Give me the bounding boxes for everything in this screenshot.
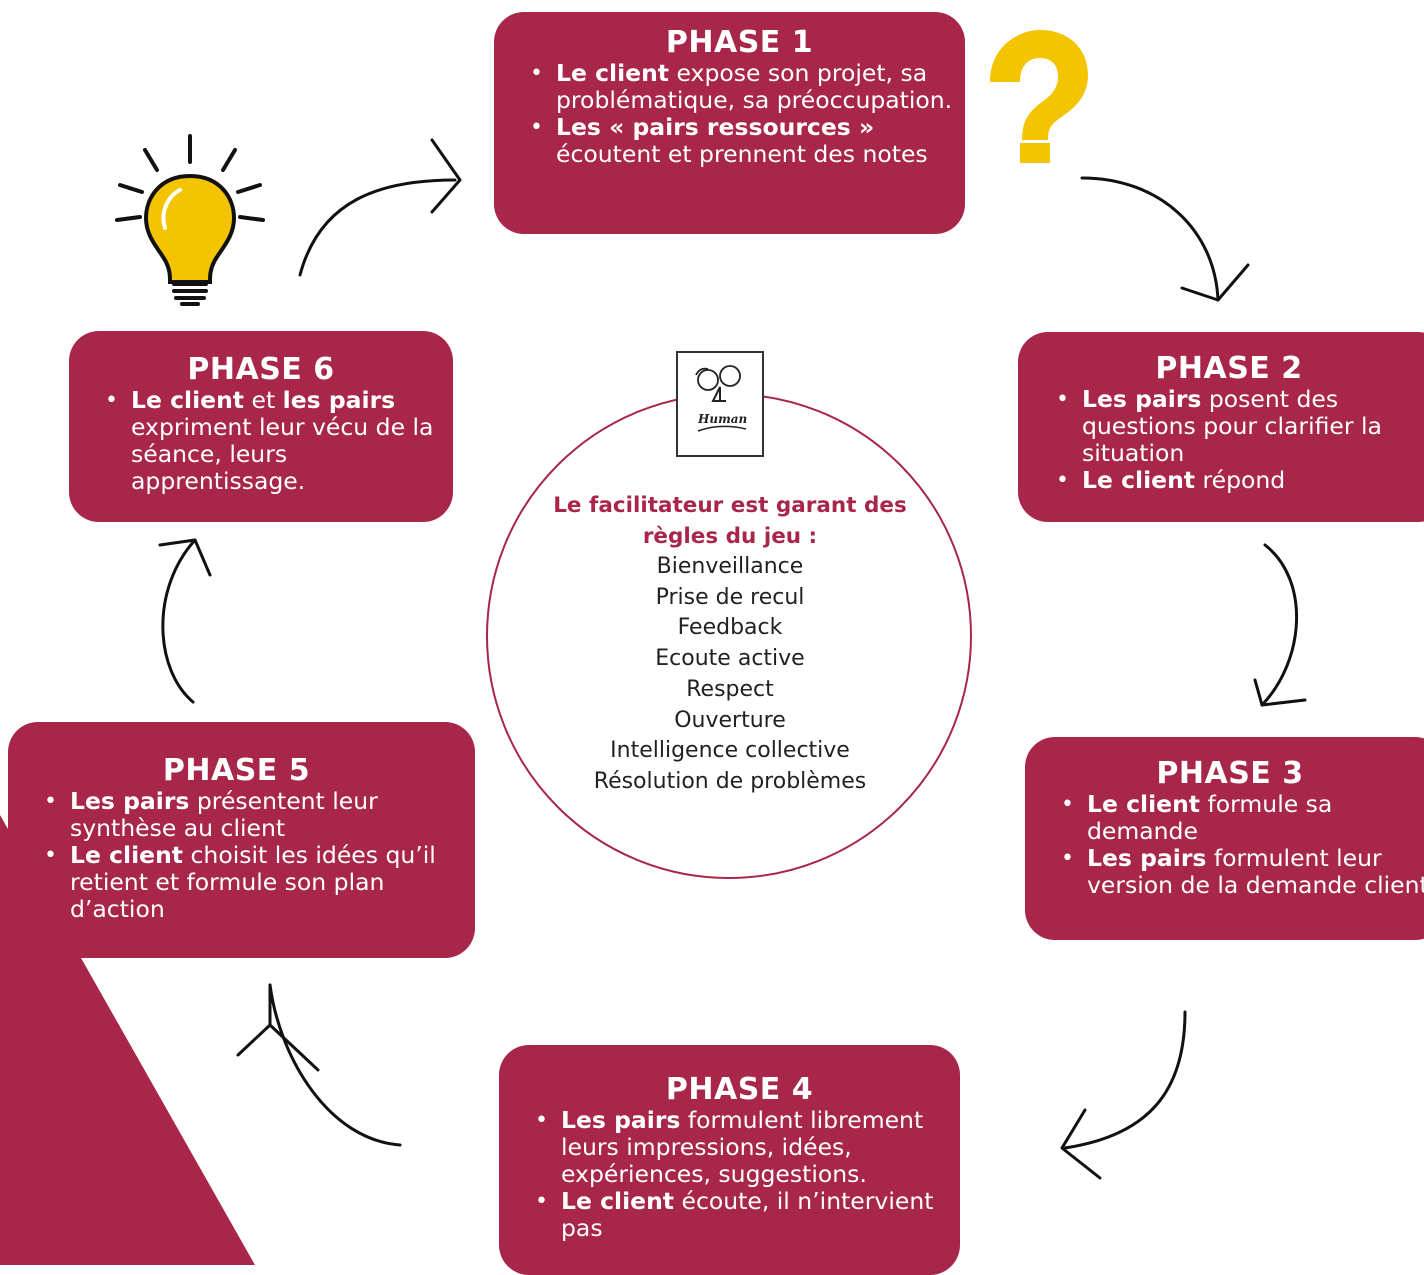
phase-5-box: PHASE 5 Les pairs présentent leur synthè… <box>8 722 475 958</box>
actor-label: Le client <box>1082 466 1196 494</box>
item-text: formule sa demande <box>1087 790 1333 845</box>
phase-list: Le client formule sa demande Les pairs f… <box>1055 791 1424 899</box>
phase-3-box: PHASE 3 Le client formule sa demande Les… <box>1025 737 1424 940</box>
phase-title: PHASE 6 <box>187 352 335 387</box>
actor-label: Le client <box>70 841 184 869</box>
list-item: Les « pairs ressources » écoutent et pre… <box>530 113 955 168</box>
logo-text: Human <box>697 412 747 426</box>
item-text: écoute, il n’intervient pas <box>561 1187 934 1242</box>
list-item: Le client expose son projet, sa probléma… <box>530 59 955 114</box>
rule-item: Intelligence collective <box>610 738 850 764</box>
phase-2-box: PHASE 2 Les pairs posent des questions p… <box>1018 332 1424 522</box>
item-text: formulent librement leurs impressions, i… <box>561 1106 924 1188</box>
list-item: Les pairs formulent leur version de la d… <box>1061 844 1424 899</box>
item-text: répond <box>1195 466 1286 494</box>
item-text: posent des questions pour clarifier la s… <box>1082 385 1382 467</box>
actor-label: Les pairs <box>561 1106 681 1134</box>
facilitator-title: Le facilitateur est garant des règles du… <box>553 493 907 549</box>
actor-label: Les pairs <box>1082 385 1202 413</box>
phase-list: Les pairs présentent leur synthèse au cl… <box>38 788 465 923</box>
list-item: Le client écoute, il n’intervient pas <box>535 1187 950 1242</box>
actor-label: Les « pairs ressources » <box>556 113 875 141</box>
item-text: expose son projet, sa problématique, sa … <box>556 59 953 114</box>
item-text: formulent leur version de la demande cli… <box>1087 844 1424 899</box>
phase-4-box: PHASE 4 Les pairs formulent librement le… <box>499 1045 960 1275</box>
arrow-3-to-4 <box>1060 1010 1187 1180</box>
rule-item: Résolution de problèmes <box>593 768 867 794</box>
arrow-1-to-2 <box>1080 176 1250 302</box>
phase-1-box: PHASE 1 Le client expose son projet, sa … <box>494 12 965 234</box>
actor-label: Le client <box>561 1187 675 1215</box>
arrow-2-to-3 <box>1253 543 1307 707</box>
rule-item: Respect <box>686 676 774 702</box>
list-item: Le client répond <box>1056 466 1424 495</box>
phase-title: PHASE 3 <box>1156 756 1304 791</box>
item-text: et <box>244 386 283 414</box>
list-item: Le client choisit les idées qu’il retien… <box>44 841 465 923</box>
list-item: Les pairs formulent librement leurs impr… <box>535 1106 950 1188</box>
actor-label: Le client <box>556 59 670 87</box>
actor-label: Le client <box>131 386 245 414</box>
go4human-logo: Human <box>676 351 764 457</box>
phase-title: PHASE 2 <box>1155 351 1303 386</box>
item-text: écoutent et prennent des notes <box>556 140 928 168</box>
list-item: Les pairs posent des questions pour clar… <box>1056 385 1424 467</box>
rule-item: Bienveillance <box>656 554 804 579</box>
arrow-5-to-6 <box>158 538 212 704</box>
phase-list: Le client expose son projet, sa probléma… <box>524 60 955 168</box>
phase-title: PHASE 5 <box>162 753 311 788</box>
phase-list: Les pairs formulent librement leurs impr… <box>529 1107 950 1242</box>
rule-item: Feedback <box>677 615 783 641</box>
phase-list: Les pairs posent des questions pour clar… <box>1050 385 1424 495</box>
list-item: Les pairs présentent leur synthèse au cl… <box>44 787 465 842</box>
item-text: expriment leur vécu de la séance, leurs … <box>131 413 434 495</box>
rule-item: Ecoute active <box>655 646 805 672</box>
phase-title: PHASE 4 <box>665 1072 814 1107</box>
list-item: Le client formule sa demande <box>1061 790 1424 845</box>
actor-label: Les pairs <box>70 787 190 815</box>
item-text: choisit les idées qu’il retient et formu… <box>70 841 436 923</box>
item-text: présentent leur synthèse au client <box>70 787 378 842</box>
arrow-4-to-5 <box>236 983 402 1147</box>
phase-6-box: PHASE 6 Le client et les pairs expriment… <box>69 331 453 522</box>
actor-label: Le client <box>1087 790 1201 818</box>
rule-item: Ouverture <box>674 707 786 733</box>
actor-label: les pairs <box>282 386 396 414</box>
arrow-6-to-1 <box>298 138 462 277</box>
logo-drawing: Human <box>695 365 747 432</box>
facilitator-text: Le facilitateur est garant des règles du… <box>530 490 930 798</box>
phase-title: PHASE 1 <box>665 25 814 60</box>
actor-label: Les pairs <box>1087 844 1207 872</box>
rule-item: Prise de recul <box>655 584 805 610</box>
phase-list: Le client et les pairs expriment leur vé… <box>99 387 443 495</box>
list-item: Le client et les pairs expriment leur vé… <box>105 386 443 495</box>
